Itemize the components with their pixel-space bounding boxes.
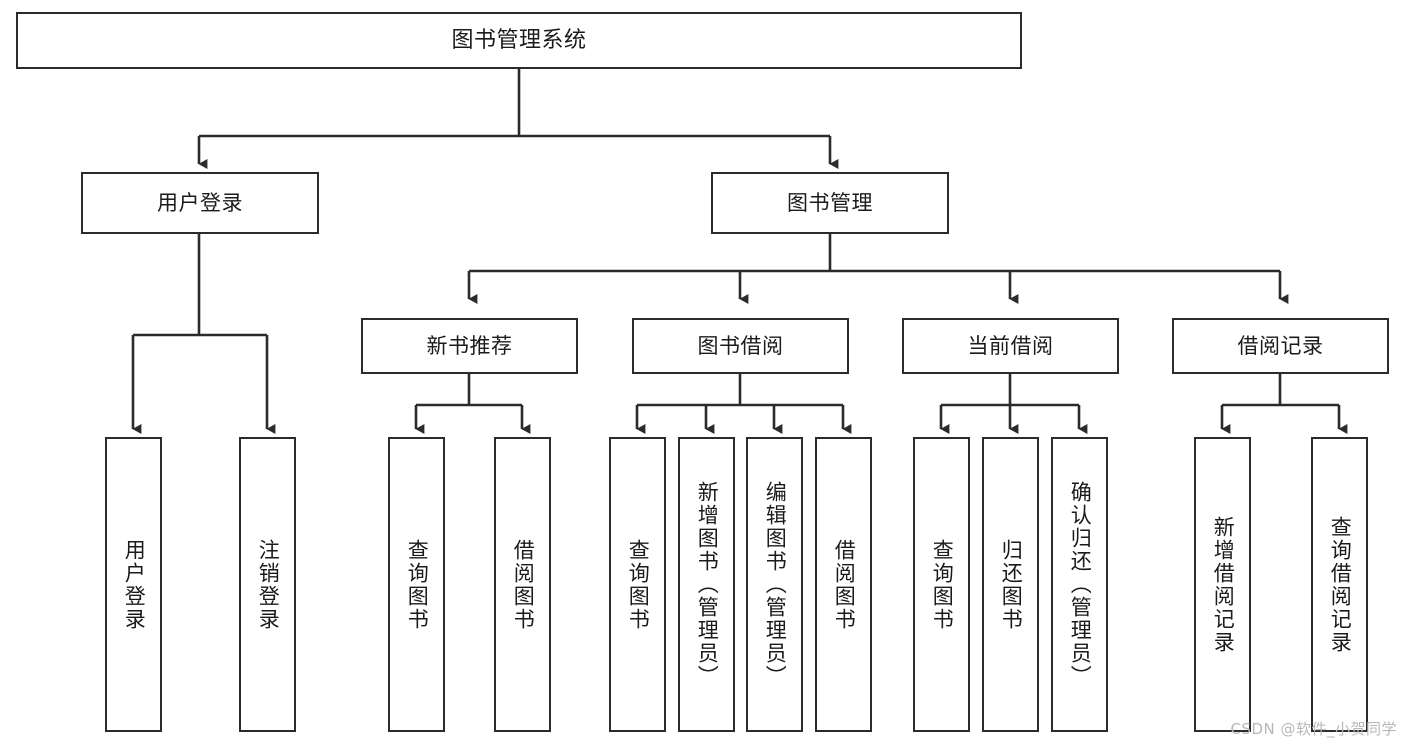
node-label: 借阅图书 — [511, 538, 536, 631]
node-label: 用户登录 — [122, 538, 147, 631]
node-label: 查询图书 — [626, 538, 651, 631]
node-current-borrow[interactable]: 当前借阅 — [902, 318, 1119, 374]
node-leaf-edit-book-admin[interactable]: 编辑图书（管理员） — [746, 437, 803, 732]
node-label: 图书管理 — [787, 190, 873, 215]
node-leaf-borrow-book-new[interactable]: 借阅图书 — [494, 437, 551, 732]
node-book-borrow[interactable]: 图书借阅 — [632, 318, 849, 374]
node-leaf-logout[interactable]: 注销登录 — [239, 437, 296, 732]
node-label: 图书管理系统 — [451, 27, 587, 53]
node-leaf-borrow-book[interactable]: 借阅图书 — [815, 437, 872, 732]
node-label: 查询图书 — [930, 538, 955, 631]
node-label: 新增借阅记录 — [1211, 515, 1236, 654]
node-label: 新书推荐 — [426, 333, 513, 358]
node-borrow-record[interactable]: 借阅记录 — [1172, 318, 1389, 374]
node-leaf-confirm-return-admin[interactable]: 确认归还（管理员） — [1051, 437, 1108, 732]
node-label: 当前借阅 — [967, 333, 1054, 358]
node-label: 查询借阅记录 — [1328, 515, 1353, 654]
node-leaf-query-borrow-record[interactable]: 查询借阅记录 — [1311, 437, 1368, 732]
watermark: CSDN @软件_小贺同学 — [1230, 720, 1397, 738]
node-leaf-query-book-current[interactable]: 查询图书 — [913, 437, 970, 732]
node-user-login[interactable]: 用户登录 — [81, 172, 319, 234]
node-label: 借阅图书 — [832, 538, 857, 631]
node-leaf-add-borrow-record[interactable]: 新增借阅记录 — [1194, 437, 1251, 732]
node-label: 注销登录 — [256, 538, 281, 631]
node-leaf-query-book-borrow[interactable]: 查询图书 — [609, 437, 666, 732]
node-label: 编辑图书（管理员） — [763, 481, 788, 688]
node-label: 确认归还（管理员） — [1068, 481, 1093, 688]
node-label: 用户登录 — [157, 190, 243, 215]
node-label: 借阅记录 — [1237, 333, 1324, 358]
node-leaf-return-book[interactable]: 归还图书 — [982, 437, 1039, 732]
node-book-management[interactable]: 图书管理 — [711, 172, 949, 234]
node-leaf-query-book-new[interactable]: 查询图书 — [388, 437, 445, 732]
node-label: 查询图书 — [405, 538, 430, 631]
node-leaf-add-book-admin[interactable]: 新增图书（管理员） — [678, 437, 735, 732]
node-root-book-management-system[interactable]: 图书管理系统 — [16, 12, 1022, 69]
node-label: 归还图书 — [999, 538, 1024, 631]
node-leaf-user-login[interactable]: 用户登录 — [105, 437, 162, 732]
node-new-book-recommend[interactable]: 新书推荐 — [361, 318, 578, 374]
node-label: 图书借阅 — [697, 333, 784, 358]
node-label: 新增图书（管理员） — [695, 481, 720, 688]
